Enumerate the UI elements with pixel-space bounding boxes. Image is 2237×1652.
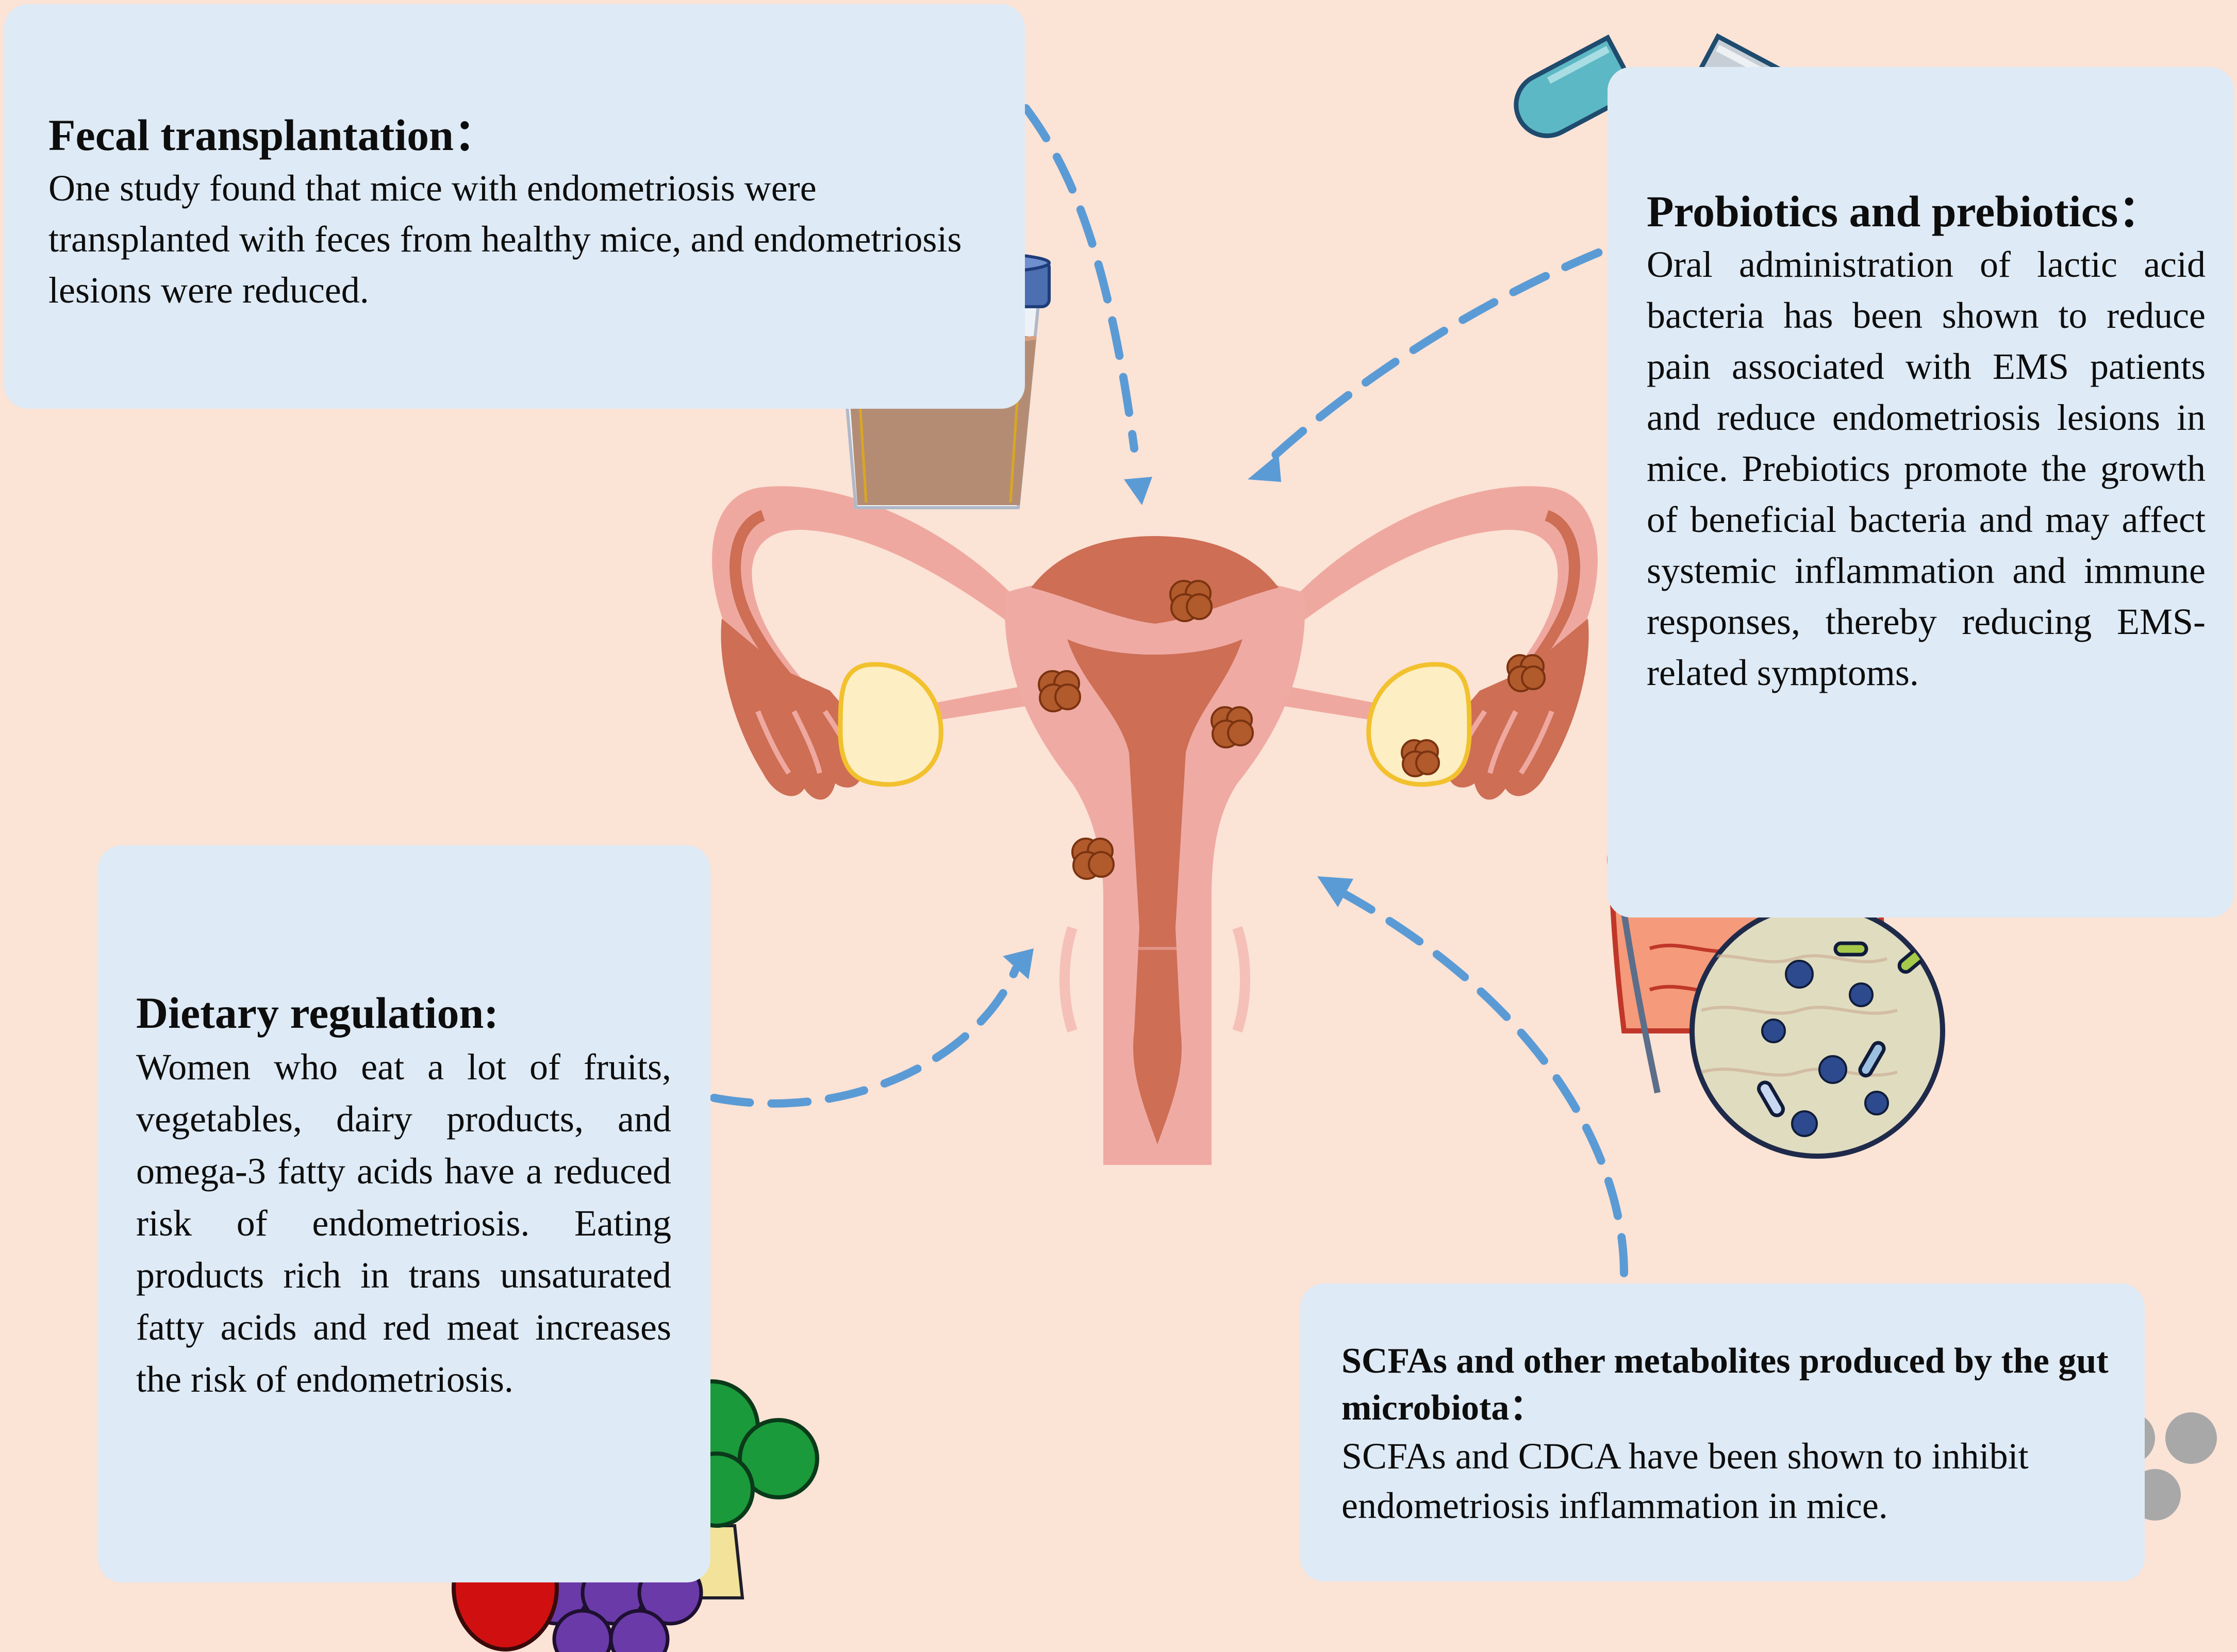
right-ovary [1366,662,1472,787]
uterus-illustration [712,486,1598,1165]
arrow-scfa [1336,888,1628,1277]
uterine-cavity [1067,639,1242,1144]
right-fallopian-tube [1299,486,1598,698]
fecal-title: Fecal transplantation： [48,110,498,160]
dashed-arrows [710,104,1656,1277]
left-ovary [838,662,943,787]
scfa-title: SCFAs and other metabolites produced by … [1341,1341,2109,1428]
dietary-body: Women who eat a lot of fruits, vegetable… [136,1046,671,1400]
arrow-heads [1003,454,1353,979]
left-fallopian-tube [712,486,1010,698]
right-fimbriae [1437,619,1589,800]
lesion-cluster [1038,580,1546,880]
dietary-title: Dietary regulation: [136,988,499,1038]
probiotics-title: Probiotics and prebiotics： [1647,187,2163,236]
fecal-transplantation-box: Fecal transplantation： One study found t… [4,4,1025,409]
fecal-body: One study found that mice with endometri… [48,168,962,311]
probiotics-box: Probiotics and prebiotics： Oral administ… [1608,67,2234,917]
probiotics-body: Oral administration of lactic acid bacte… [1647,244,2206,693]
dietary-regulation-box: Dietary regulation: Women who eat a lot … [98,845,710,1582]
scfa-metabolites-box: SCFAs and other metabolites produced by … [1300,1283,2145,1581]
arrow-fecal [1022,104,1138,453]
arrow-probiotics [1264,228,1656,465]
scfa-body: SCFAs and CDCA have been shown to inhibi… [1341,1436,2029,1526]
arrow-dietary [710,965,1020,1108]
left-fimbriae [721,619,873,800]
